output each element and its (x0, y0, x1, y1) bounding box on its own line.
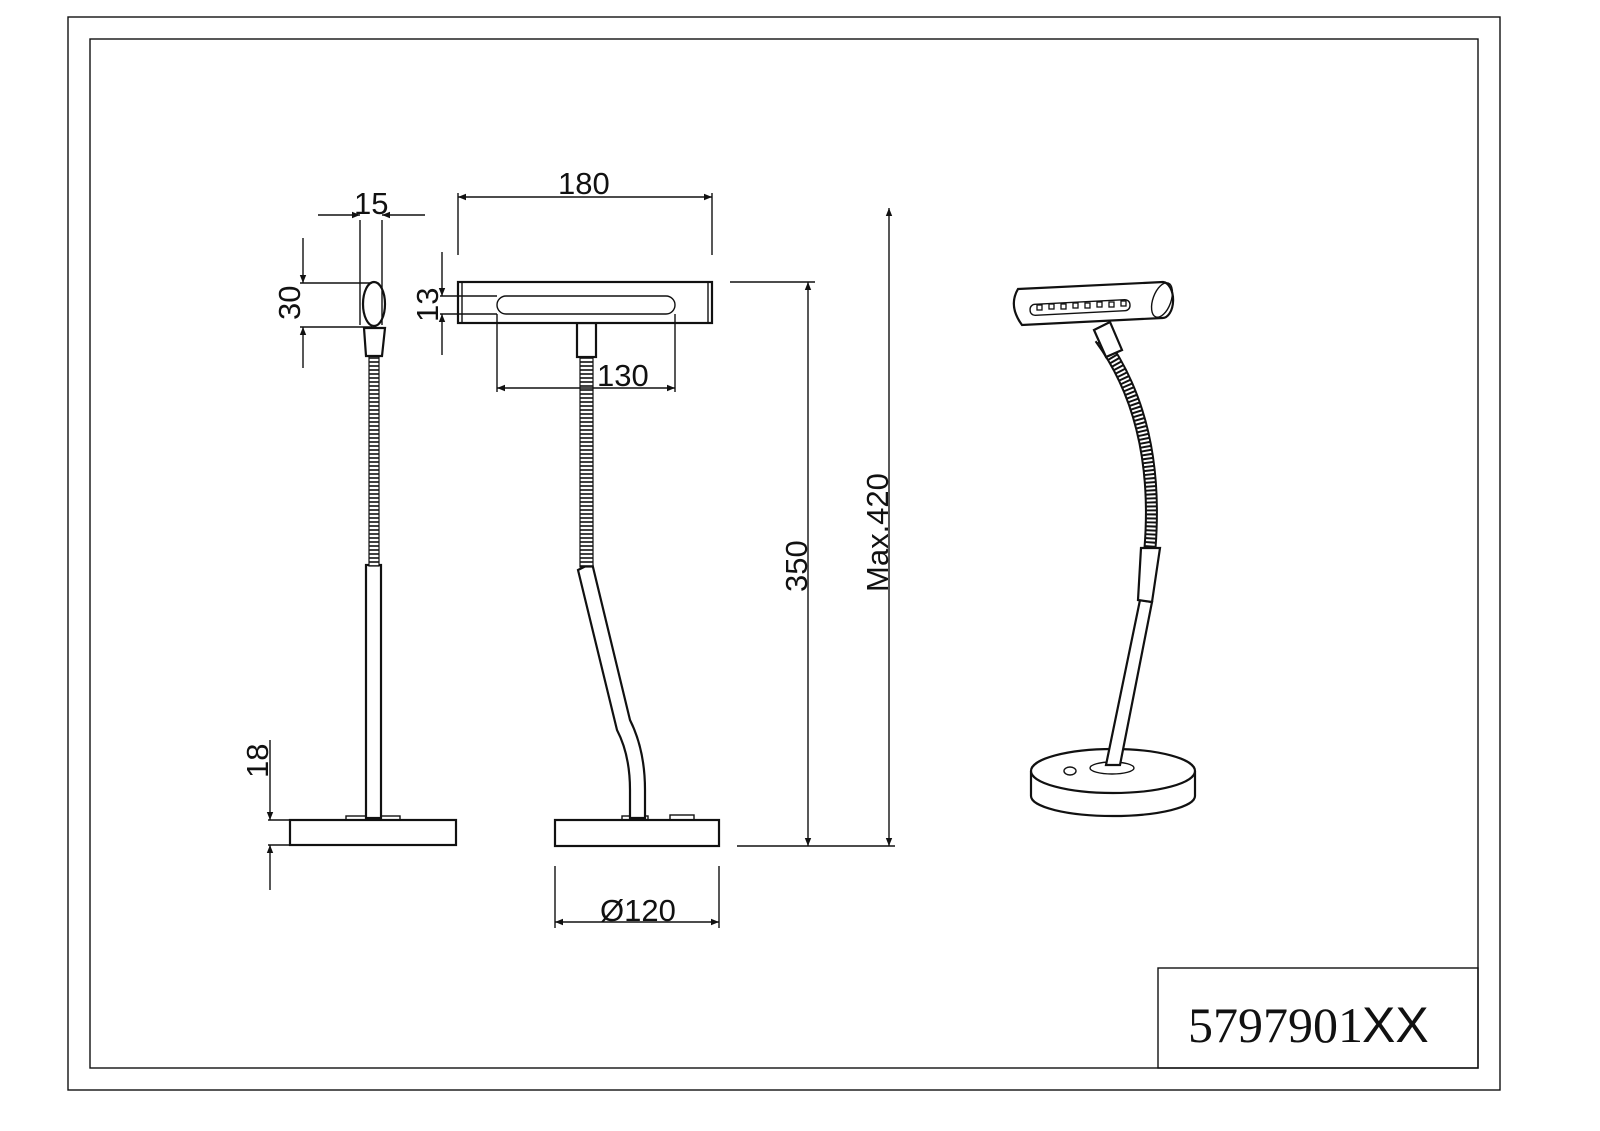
dim-head-width: 15 (318, 186, 425, 325)
svg-text:18: 18 (240, 744, 275, 778)
svg-text:15: 15 (354, 186, 388, 221)
dim-head-length: 180 (457, 166, 713, 255)
svg-text:Max.420: Max.420 (860, 473, 895, 592)
dim-base-diameter: Ø120 (554, 866, 720, 928)
title-block (1157, 967, 1479, 1069)
inner-border (89, 38, 1479, 1069)
outer-border (67, 16, 1501, 1091)
dim-head-depth: 13 (410, 252, 497, 355)
dim-head-height: 30 (272, 238, 372, 368)
side-view (288, 280, 458, 847)
perspective-view (1012, 280, 1197, 818)
product-code: 5797901 (1188, 997, 1363, 1053)
svg-text:180: 180 (558, 166, 610, 201)
svg-text:130: 130 (597, 358, 649, 393)
svg-text:350: 350 (779, 540, 814, 592)
svg-text:30: 30 (272, 286, 307, 320)
svg-text:13: 13 (410, 288, 445, 322)
dim-led-strip: 130 (496, 314, 676, 393)
dim-height: 350 (730, 281, 895, 847)
svg-text:Ø120: Ø120 (600, 893, 676, 928)
front-view (456, 280, 721, 848)
dim-max-height: Max.420 (860, 208, 895, 846)
dim-base-height: 18 (240, 740, 290, 890)
product-suffix: XX (1362, 997, 1429, 1053)
